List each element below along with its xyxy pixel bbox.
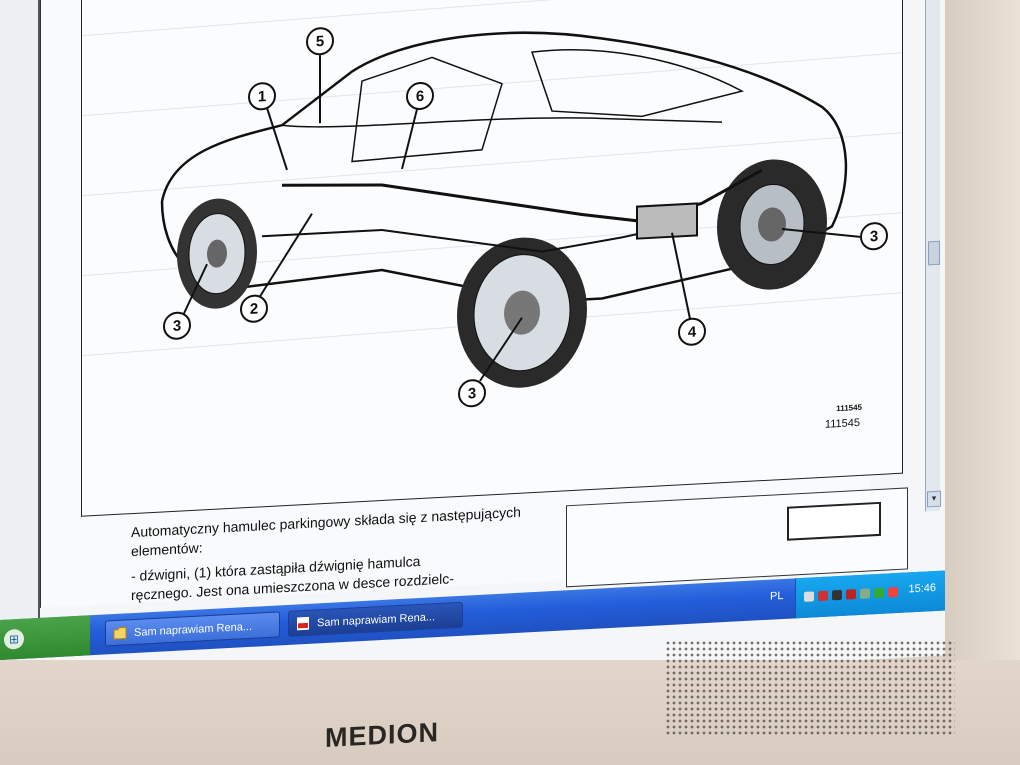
scroll-down-arrow-icon[interactable]: ▾ [927,490,941,508]
callout-label-3a: 3 [173,318,181,335]
figure-number: 111545 [824,416,860,431]
tray-icon[interactable] [832,589,842,601]
monitor-bezel-right [945,0,1020,705]
callout-3-front [163,263,208,340]
callout-label-1: 1 [258,88,266,105]
start-button[interactable]: ⊞ [0,615,90,660]
connector-drawing [787,501,881,541]
clock[interactable]: 15:46 [908,581,936,596]
document-page: 1 2 3 3 3 4 5 6 111545 111545 Automatycz… [40,0,908,608]
folder-icon [113,626,127,640]
system-tray: 15:46 [795,570,945,619]
callout-label-4: 4 [688,323,697,340]
callout-3-rear-right [781,222,888,251]
taskbar-button-folder[interactable]: Sam naprawiam Rena... [105,611,280,647]
scroll-thumb[interactable] [928,240,940,266]
tray-icon[interactable] [874,587,884,599]
car-window [351,56,503,163]
callout-label-3c: 3 [870,228,878,245]
brake-cable-lower [262,223,683,253]
callout-6 [401,81,434,170]
tray-icon[interactable] [818,590,828,602]
callout-1 [248,82,288,171]
figure-number-small: 111545 [836,402,862,414]
screen: 1 2 3 3 3 4 5 6 111545 111545 Automatycz… [0,0,945,705]
callout-label-5: 5 [316,33,324,50]
speaker-grille [665,640,955,735]
windows-logo-icon: ⊞ [4,628,24,650]
callout-5 [306,27,334,124]
callout-4 [671,232,706,346]
taskbar-button-label: Sam naprawiam Rena... [134,620,252,639]
car-diagram: 1 2 3 3 3 4 5 6 [81,0,903,408]
rear-right-wheel [717,159,827,290]
callout-3-rear-left [458,317,523,408]
callout-label-6: 6 [416,88,424,105]
side-figure-box [566,487,908,588]
callout-2 [240,213,313,323]
parking-brake-actuator [636,202,698,240]
callout-label-3b: 3 [468,385,476,402]
brand-logo: MEDION [325,717,439,753]
taskbar-button-label: Sam naprawiam Rena... [317,611,435,630]
vertical-scrollbar[interactable]: ▾ [925,0,941,512]
rear-left-wheel [457,237,587,388]
figure-frame: 1 2 3 3 3 4 5 6 111545 111545 [81,0,903,517]
language-indicator[interactable]: PL [770,589,784,603]
tray-icon[interactable] [804,591,814,602]
left-panel [0,0,40,651]
callout-label-2: 2 [250,300,258,317]
tray-icon[interactable] [846,589,856,600]
car-roof-line [281,117,723,128]
car-rear-window [530,49,745,118]
pdf-icon [297,616,309,631]
tray-icon[interactable] [860,588,870,599]
tray-icon[interactable] [888,586,898,598]
taskbar-button-pdf[interactable]: Sam naprawiam Rena... [288,601,463,637]
taskbar: ⊞ Sam naprawiam Rena... Sam naprawiam Re… [0,570,945,660]
brake-cable [281,168,763,223]
front-wheel [177,198,257,309]
